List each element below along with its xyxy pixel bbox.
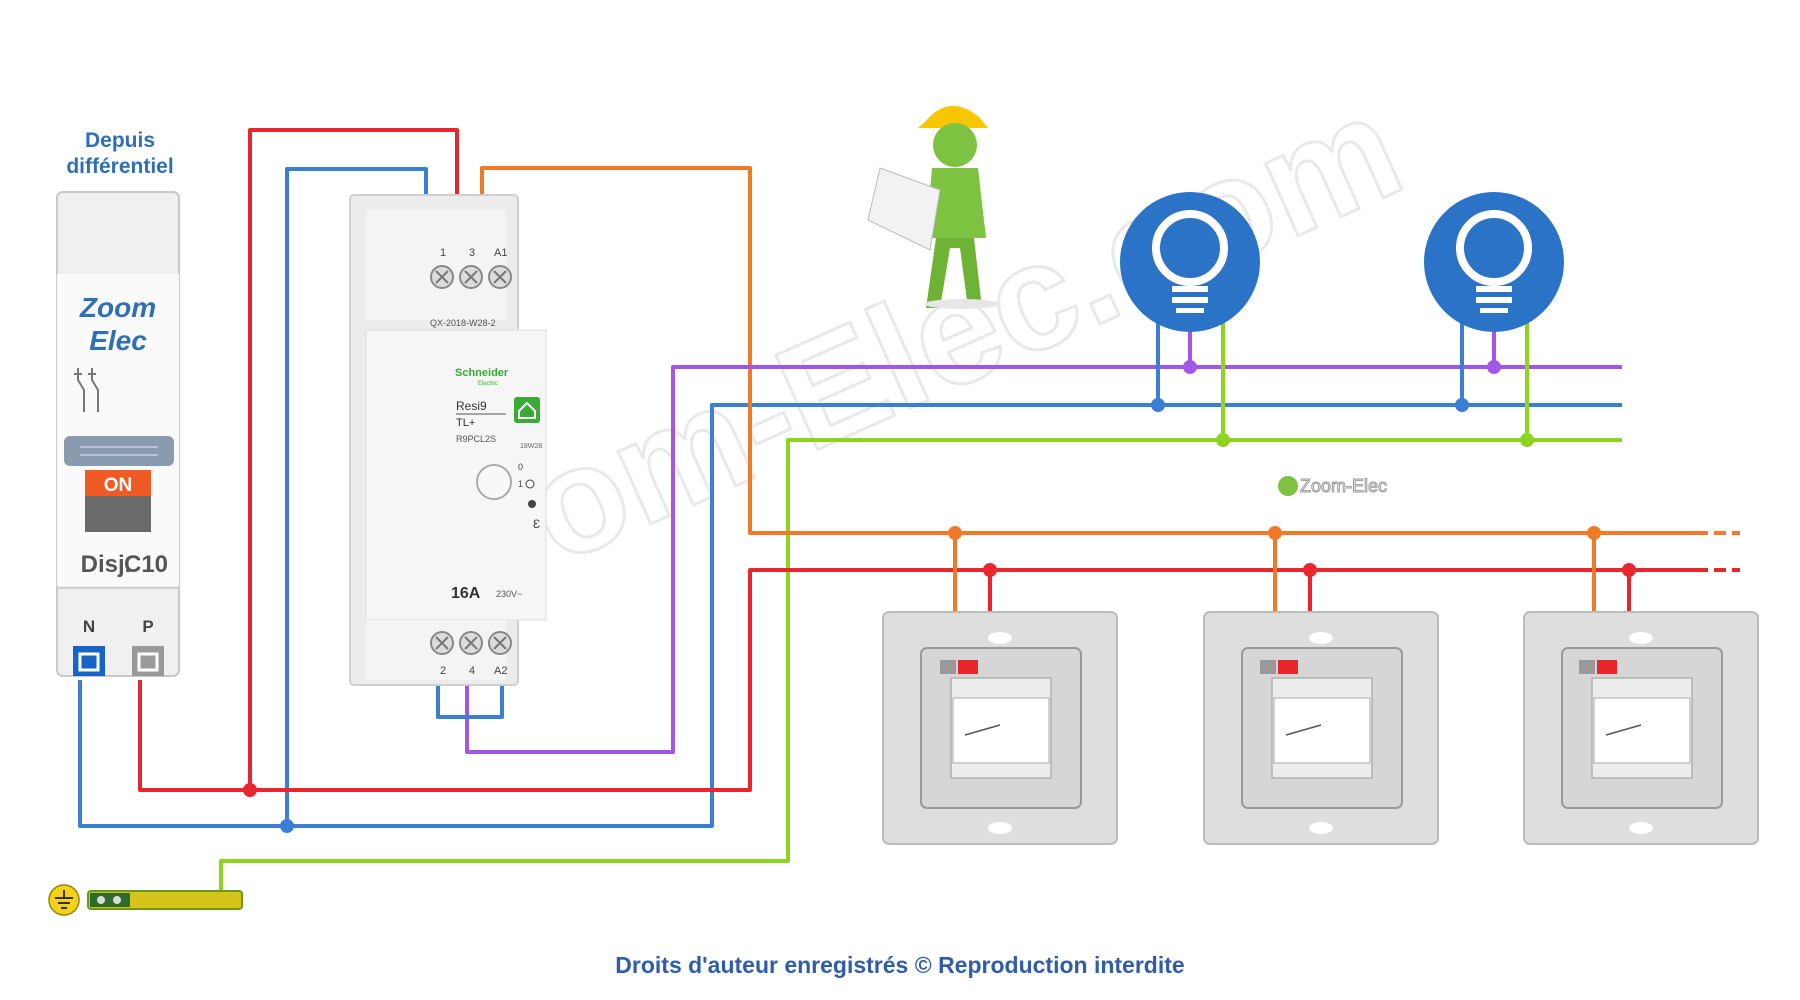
relay-terminal-a2: A2	[494, 665, 507, 677]
phase-wire	[138, 568, 1700, 792]
switched-wire	[480, 166, 1700, 535]
relay-led-icon	[528, 500, 536, 508]
terminal-n-label: N	[83, 617, 95, 636]
neutral-wire	[78, 403, 1618, 828]
terminal-p-label: P	[142, 617, 153, 636]
source-label: Depuis différentiel	[40, 128, 200, 180]
push-button-2[interactable]	[1203, 611, 1439, 845]
earth-terminal-bar	[48, 884, 243, 916]
wire-continuations	[1580, 365, 1740, 572]
zoom-elec-logo: Zoom-Elec	[1278, 476, 1388, 497]
circuit-breaker: Zoom Elec ON Disj. C10 N P	[56, 191, 180, 677]
breaker-model: Disj.	[81, 551, 132, 578]
on-indicator	[85, 470, 151, 496]
lamp1-drops	[1156, 318, 1225, 440]
impulse-relay: 1 3 A1 QX-2018-W28-2 Schneider Electric …	[349, 194, 547, 686]
home-icon	[514, 397, 540, 423]
source-label-line2: différentiel	[66, 155, 174, 178]
relay-terminal-3: 3	[469, 247, 475, 259]
relay-product-line: Resi9	[456, 399, 487, 413]
phase-relay-wire	[248, 128, 459, 790]
lamp-1	[1120, 192, 1260, 332]
copyright-footer: Droits d'auteur enregistrés © Reproducti…	[615, 952, 1185, 978]
relay-reference: QX-2018-W28-2	[430, 318, 496, 328]
relay-current: 16A	[451, 585, 481, 602]
breaker-brand-line1: Zoom	[79, 292, 156, 323]
helmet-icon	[918, 105, 988, 128]
source-label-line1: Depuis	[84, 129, 155, 152]
relay-terminal-2: 2	[440, 665, 446, 677]
relay-batch: 18W28	[520, 443, 542, 450]
earth-wire	[219, 438, 1618, 893]
relay-product-code: R9PCL2S	[456, 434, 496, 444]
lamp2-drops	[1460, 318, 1529, 440]
electrician-figure	[867, 105, 1000, 309]
ground-icon	[48, 884, 80, 916]
relay-voltage: 230V~	[496, 589, 522, 599]
relay-terminal-a1: A1	[494, 247, 507, 259]
logo-text: Zoom-Elec	[1300, 476, 1387, 496]
relay-loop-wire	[436, 684, 504, 719]
relay-manufacturer-sub: Electric	[478, 381, 498, 387]
relay-mode-off: 0	[518, 462, 523, 472]
lamp-2	[1424, 192, 1564, 332]
breaker-state: ON	[104, 475, 133, 496]
relay-mode-on: 1	[518, 479, 523, 489]
relay-manual-button[interactable]	[476, 464, 512, 500]
switch-terminals	[940, 660, 1617, 674]
push-button-1[interactable]	[882, 611, 1118, 845]
relay-terminal-4: 4	[469, 665, 475, 677]
breaker-lever[interactable]	[64, 436, 174, 466]
relay-top-screws	[430, 265, 512, 289]
lamp-return-wire	[465, 365, 1618, 754]
relay-bottom-screws	[430, 631, 512, 655]
relay-mark: Ɛ	[533, 517, 540, 531]
plan-document-icon	[867, 167, 941, 251]
breaker-brand-line2: Elec	[89, 325, 147, 356]
relay-manufacturer: Schneider	[455, 367, 509, 379]
breaker-symbol-icon	[74, 368, 99, 412]
push-button-3[interactable]	[1523, 611, 1759, 845]
junctions	[243, 360, 1636, 833]
relay-terminal-1: 1	[440, 247, 446, 259]
relay-product-type: TL+	[456, 417, 475, 429]
breaker-rating: C10	[124, 551, 168, 578]
